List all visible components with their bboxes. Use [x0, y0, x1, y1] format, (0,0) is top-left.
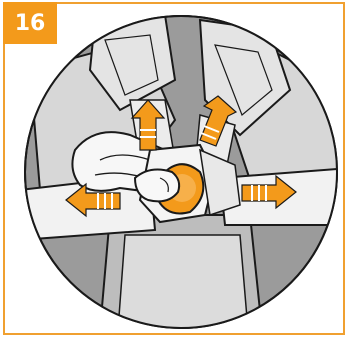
step-number-badge: 16 — [3, 2, 57, 44]
